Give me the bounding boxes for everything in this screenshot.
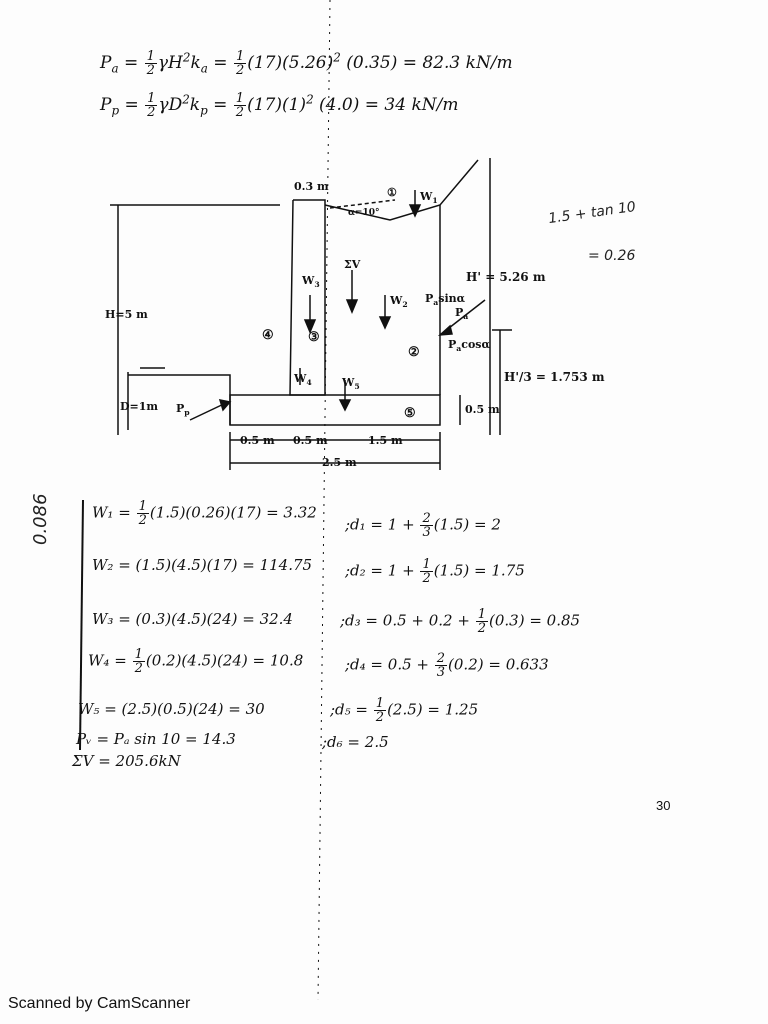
w3-equation: W₃ = (0.3)(4.5)(24) = 32.4 <box>92 610 293 628</box>
d-label: D=1m <box>120 400 159 413</box>
page-number: 30 <box>656 798 671 813</box>
dim-toe-label: 0.5 m <box>240 434 275 447</box>
base-thickness-label: 0.5 m <box>465 403 500 416</box>
w3-label: W3 <box>302 274 320 290</box>
region-1-marker: ① <box>387 186 397 199</box>
pa-sin-label: Pasinα <box>425 292 466 308</box>
region-5-marker: ⑤ <box>404 406 416 421</box>
theta-label: α=10° <box>348 208 380 218</box>
region-3-marker: ③ <box>308 330 320 345</box>
pv-equation: Pᵥ = Pₐ sin 10 = 14.3 <box>76 730 236 748</box>
dim-stem-label: 0.5 m <box>293 434 328 447</box>
region-4-marker: ④ <box>262 328 274 343</box>
dim-heel-label: 1.5 m <box>368 434 403 447</box>
handwritten-note-2: = 0.26 <box>588 248 636 264</box>
h-third-label: H'/3 = 1.753 m <box>504 370 605 384</box>
w2-label: W2 <box>390 294 408 310</box>
region-2-marker: ② <box>408 345 420 360</box>
pa-cos-label: Pacosα <box>448 338 490 354</box>
w5-equation: W₅ = (2.5)(0.5)(24) = 30 <box>78 700 265 718</box>
pa-label: Pa <box>455 306 469 322</box>
w2-equation: W₂ = (1.5)(4.5)(17) = 114.75 <box>92 556 313 574</box>
w5-label: W5 <box>342 376 360 392</box>
w4-label: W4 <box>294 372 312 388</box>
d6-equation: ;d₆ = 2.5 <box>322 733 389 751</box>
pp-label: Pp <box>176 402 190 418</box>
scanner-footer: Scanned by CamScanner <box>8 995 191 1012</box>
top-width-label: 0.3 m <box>294 180 329 193</box>
sum-v-equation: ΣV = 205.6kN <box>72 752 181 770</box>
sum-v-label: ΣV <box>344 258 361 271</box>
h-prime-label: H' = 5.26 m <box>466 270 546 284</box>
h-label: H=5 m <box>105 308 148 321</box>
dim-total-label: 2.5 m <box>322 456 357 469</box>
w1-label: W1 <box>420 190 438 206</box>
